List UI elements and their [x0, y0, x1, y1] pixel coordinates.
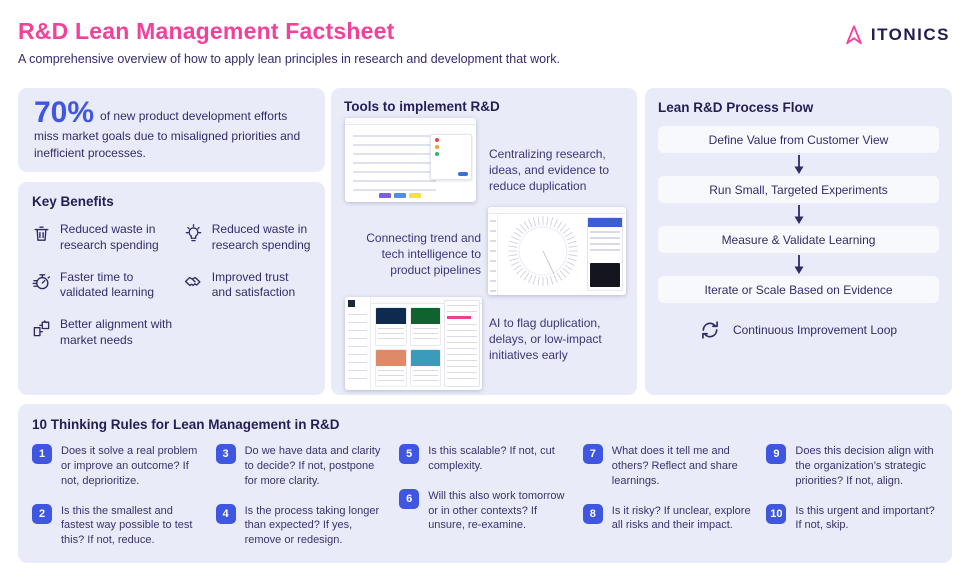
benefit-item: Faster time to validated learning — [32, 270, 184, 302]
radar-app-screenshot — [488, 207, 626, 295]
benefit-label: Reduced waste in research spending — [60, 222, 159, 252]
stat-value: 70% — [34, 96, 95, 129]
rule-item: 4 Is the process taking longer than expe… — [215, 503, 388, 549]
puzzle-icon — [33, 320, 50, 337]
rule-item: 6 Will this also work tomorrow or in oth… — [399, 488, 571, 534]
rule-item: 3 Do we have data and clarity to decide?… — [215, 444, 388, 489]
flow-step: Iterate or Scale Based on Evidence — [658, 276, 939, 303]
benefit-label: Improved trust and satisfaction — [211, 269, 296, 300]
benefit-item: Reduced waste in research spending — [184, 222, 311, 254]
thinking-rules-panel: 10 Thinking Rules for Lean Management in… — [18, 404, 952, 563]
key-benefits-list: Reduced waste in research spending Faste… — [32, 222, 311, 349]
down-arrow-icon — [793, 153, 805, 176]
refresh-loop-icon — [702, 321, 718, 339]
rule-text: Do we have data and clarity to decide? I… — [244, 445, 381, 487]
continuous-improvement-row: Continuous Improvement Loop — [658, 320, 939, 340]
tools-panel: Tools to implement R&D Centralizing rese… — [331, 88, 637, 395]
rule-item: 7 What does it tell me and others? Refle… — [582, 444, 755, 489]
trash-icon — [34, 226, 49, 241]
rule-item: 1 Does it solve a real problem or improv… — [32, 444, 204, 489]
down-arrow-icon — [793, 203, 805, 226]
tool-caption: Connecting trend and tech intelligence t… — [366, 231, 481, 278]
benefit-label: Reduced waste in research spending — [211, 222, 311, 252]
stat-panel: 70%of new product development efforts mi… — [18, 88, 325, 172]
rule-item: 2 Is this the smallest and fastest way p… — [32, 503, 204, 549]
flow-step: Measure & Validate Learning — [658, 226, 939, 253]
thinking-rules-grid: 1 Does it solve a real problem or improv… — [32, 444, 938, 548]
itonics-arrow-icon — [846, 25, 862, 45]
rule-number-badge: 2 — [32, 503, 52, 524]
rule-number-badge: 8 — [582, 503, 603, 524]
rule-item: 9 Does this decision align with the orga… — [766, 444, 938, 489]
rule-text: Will this also work tomorrow or in other… — [428, 489, 565, 532]
down-arrow-icon — [793, 253, 805, 276]
key-benefits-heading: Key Benefits — [32, 194, 114, 209]
rule-number-badge: 6 — [399, 488, 420, 509]
rule-text: Is this the smallest and fastest way pos… — [61, 504, 193, 547]
rule-text: Is the process taking longer than expect… — [244, 504, 380, 547]
benefit-item: Better alignment with market needs — [32, 317, 184, 349]
tool-caption: Centralizing research, ideas, and eviden… — [489, 147, 610, 194]
process-flow-panel: Lean R&D Process Flow Define Value from … — [645, 88, 952, 395]
rule-number-badge: 4 — [215, 503, 236, 524]
stat-description: of new product development efforts miss … — [34, 109, 301, 161]
table-app-screenshot — [345, 118, 476, 202]
process-flow-steps: Define Value from Customer View Run Smal… — [658, 126, 939, 303]
flow-step: Run Small, Targeted Experiments — [658, 176, 939, 203]
benefit-label: Better alignment with market needs — [60, 317, 173, 348]
rule-text: Is this scalable? If not, cut complexity… — [428, 445, 555, 472]
tools-heading: Tools to implement R&D — [344, 99, 500, 114]
rule-item: 5 Is this scalable? If not, cut complexi… — [399, 444, 571, 474]
rule-number-badge: 3 — [215, 444, 236, 464]
thinking-rules-heading: 10 Thinking Rules for Lean Management in… — [32, 417, 340, 432]
flow-step: Define Value from Customer View — [658, 126, 939, 153]
rule-item: 8 Is it risky? If unclear, explore all r… — [582, 503, 755, 534]
rule-item: 10 Is this urgent and important? If not,… — [766, 503, 938, 534]
rule-text: Is this urgent and important? If not, sk… — [795, 504, 935, 532]
benefit-item: Improved trust and satisfaction — [184, 270, 311, 302]
benefit-label: Faster time to validated learning — [60, 269, 155, 300]
itonics-logo: ITONICS — [843, 24, 950, 46]
handshake-icon — [184, 276, 201, 286]
rule-number-badge: 1 — [32, 444, 52, 464]
loop-label: Continuous Improvement Loop — [732, 323, 898, 337]
rule-text: Is it risky? If unclear, explore all ris… — [611, 504, 751, 532]
key-benefits-panel: Key Benefits Reduced waste in research s… — [18, 182, 325, 395]
brand-name: ITONICS — [870, 25, 950, 44]
rule-number-badge: 10 — [766, 503, 787, 524]
rule-number-badge: 7 — [582, 444, 603, 464]
rule-number-badge: 9 — [766, 444, 787, 464]
rule-number-badge: 5 — [399, 444, 420, 464]
page-title: R&D Lean Management Factsheet — [18, 18, 395, 44]
lightbulb-icon — [185, 224, 202, 242]
stopwatch-icon — [32, 273, 51, 289]
stat-text: 70%of new product development efforts mi… — [34, 98, 309, 163]
radar-chart-graphic — [508, 216, 578, 286]
page-subtitle: A comprehensive overview of how to apply… — [18, 52, 560, 66]
rule-text: What does it tell me and others? Reflect… — [611, 445, 738, 487]
process-flow-heading: Lean R&D Process Flow — [658, 100, 814, 115]
rule-text: Does this decision align with the organi… — [795, 445, 934, 487]
rule-text: Does it solve a real problem or improve … — [61, 445, 198, 487]
benefit-item: Reduced waste in research spending — [32, 222, 184, 254]
board-app-screenshot — [345, 297, 482, 390]
tool-caption: AI to flag duplication, delays, or low-i… — [489, 316, 602, 363]
